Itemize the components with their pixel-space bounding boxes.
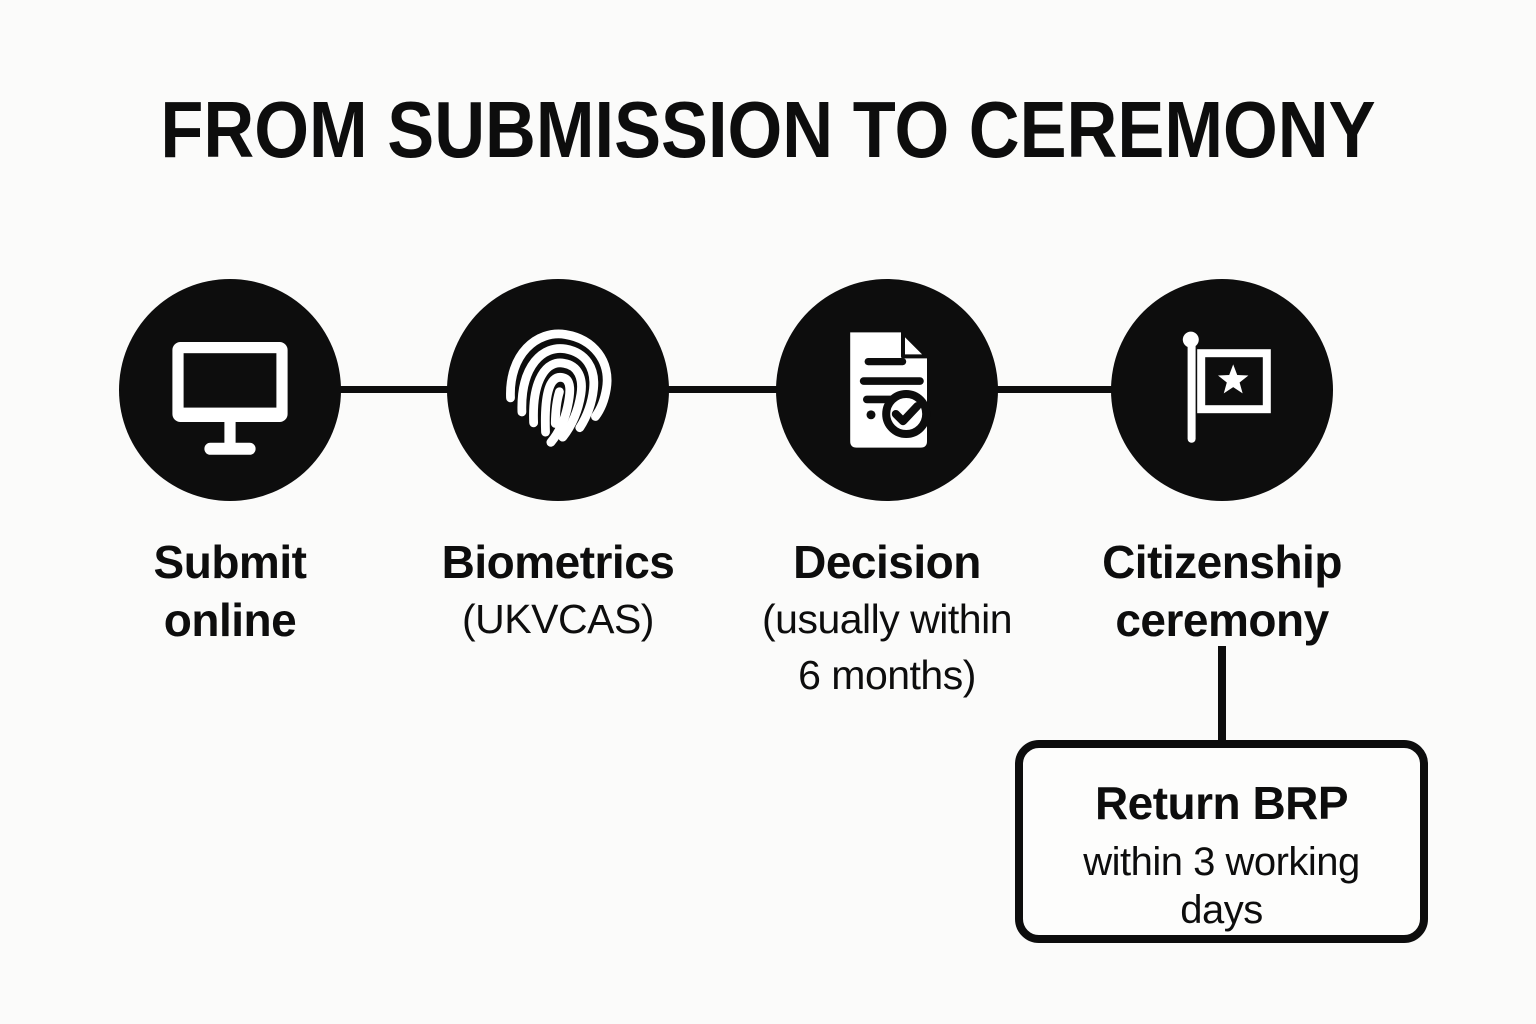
flag-icon [1182,331,1271,443]
step-label: Citizenship ceremony [1052,533,1392,649]
step-label-line: Submit [153,536,307,588]
step-submit-online: Submit online [60,279,400,649]
step-circle [776,279,998,501]
step-label-line: online [163,594,297,646]
step-sublabel-line: (usually within [762,596,1013,642]
step-label-line: ceremony [1115,594,1329,646]
step-citizenship-ceremony: Citizenship ceremony [1052,279,1392,649]
step-sublabel-line: (UKVCAS) [462,596,654,642]
step-decision: Decision (usually within 6 months) [717,279,1057,703]
callout-title: Return BRP [1094,777,1349,829]
page-title: FROM SUBMISSION TO CEREMONY [160,85,1376,174]
step-biometrics: Biometrics (UKVCAS) [388,279,728,647]
step-label-line: Decision [793,536,981,588]
step-label: Biometrics (UKVCAS) [388,533,728,647]
step-circle [1111,279,1333,501]
step-sublabel-line: 6 months) [798,652,976,698]
step-label-line: Biometrics [441,536,675,588]
step-label-line: Citizenship [1102,536,1342,588]
return-brp-callout: Return BRP within 3 working days [1015,740,1428,943]
step-label: Decision (usually within 6 months) [717,533,1057,703]
document-check-icon [850,330,931,448]
step-circle [447,279,669,501]
flow-connector-line [230,386,1222,393]
step-circle [119,279,341,501]
step-label: Submit online [60,533,400,649]
callout-subtitle: within 3 working days [1083,840,1360,932]
monitor-icon [172,342,288,455]
callout-connector-line [1218,646,1226,744]
fingerprint-icon [506,329,612,447]
